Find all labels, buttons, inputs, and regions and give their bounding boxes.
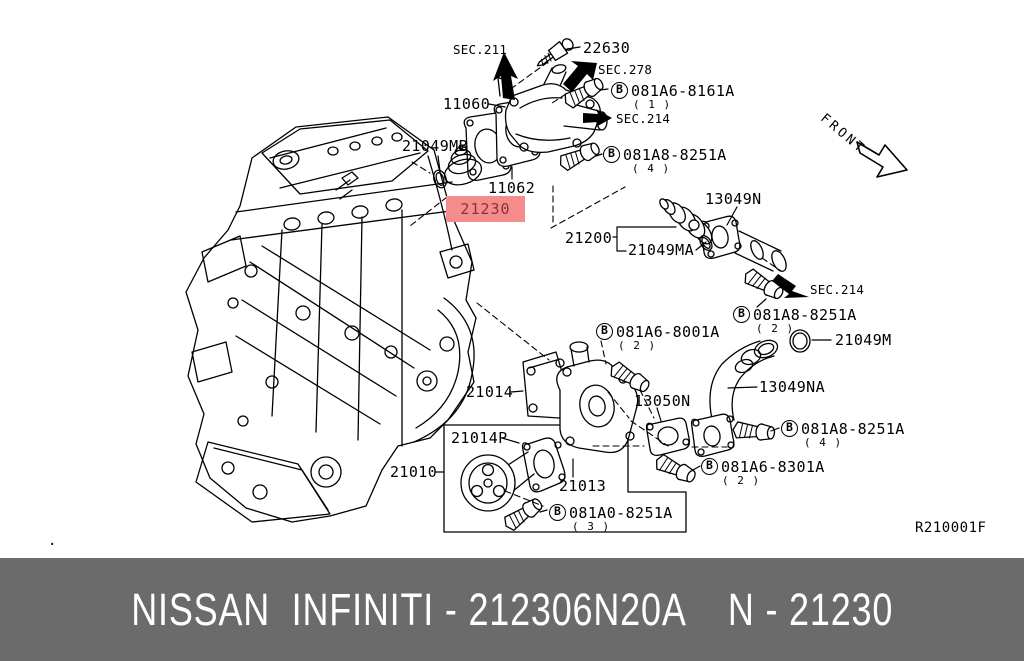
section-arrows <box>493 52 809 298</box>
engine-block-sketch <box>185 116 477 523</box>
part-label-21049mb: 21049MB <box>402 137 469 155</box>
part-label-13050n: 13050N <box>634 392 691 410</box>
b-circle-icon: B <box>603 146 620 163</box>
sec211-arrow-icon <box>493 52 518 100</box>
gasket-21014p-part <box>521 437 566 493</box>
drawing-ref-code: R210001F <box>915 520 987 536</box>
front-direction-arrow-icon <box>856 141 908 178</box>
sec214-right-arrow-icon <box>772 274 809 298</box>
qty-label: ( 4 ) <box>804 436 843 449</box>
sec278-arrow-icon <box>563 61 597 92</box>
qty-label: ( 3 ) <box>572 520 611 533</box>
part-label-21049ma: 21049MA <box>628 241 695 259</box>
section-label-sec214-top: SEC.214 <box>616 111 671 126</box>
bolt-label-081a8-8251a-2: 081A8-8251A <box>753 306 857 324</box>
oring-21049mb-part <box>433 169 447 189</box>
part-label-21010: 21010 <box>390 463 438 481</box>
stray-dot: . <box>48 533 57 549</box>
qty-label: ( 2 ) <box>756 322 795 335</box>
part-label-22630: 22630 <box>583 39 631 57</box>
part-label-21049m: 21049M <box>835 331 892 349</box>
bolt-label-081a6-8301a: 081A6-8301A <box>721 458 825 476</box>
part-label-21200: 21200 <box>565 229 613 247</box>
b-circle-icon: B <box>611 82 628 99</box>
catalog-banner: NISSAN INFINITI - 212306N20A N - 21230 <box>0 558 1024 661</box>
bolt-label-081a6-8161a: 081A6-8161A <box>631 82 735 100</box>
pump-pulley-part <box>460 451 535 512</box>
qty-label: ( 4 ) <box>632 162 671 175</box>
sensor-22630-part <box>536 38 574 67</box>
water-pipe-13049na-part <box>690 339 779 458</box>
section-label-sec211: SEC.211 <box>453 42 508 57</box>
diagram-line-art <box>185 38 908 534</box>
bolt-label-081a0-8251a: 081A0-8251A <box>569 504 673 522</box>
part-label-21014: 21014 <box>466 383 514 401</box>
part-label-11060: 11060 <box>443 95 491 113</box>
leader-lines <box>435 46 832 513</box>
bolt-label-081a8-8251a-4: 081A8-8251A <box>801 420 905 438</box>
part-label-21014p: 21014P <box>451 429 508 447</box>
catalog-banner-text: NISSAN INFINITI - 212306N20A N - 21230 <box>131 583 893 635</box>
highlighted-part-label-21230[interactable]: 21230 <box>446 196 525 222</box>
b-circle-icon: B <box>781 420 798 437</box>
part-label-13049n: 13049N <box>705 190 762 208</box>
qty-label: ( 2 ) <box>618 339 657 352</box>
water-pump-21013-part <box>556 341 639 454</box>
part-label-11062: 11062 <box>488 179 536 197</box>
b-circle-icon: B <box>549 504 566 521</box>
part-label-21013: 21013 <box>559 477 607 495</box>
bolt-label-081a8-8251a-top: 081A8-8251A <box>623 146 727 164</box>
section-label-sec278: SEC.278 <box>598 62 653 77</box>
part-label-13049na: 13049NA <box>759 378 826 396</box>
water-inlet-13049n-part <box>699 215 787 272</box>
thermostat-21230-part <box>443 144 483 186</box>
qty-label: ( 1 ) <box>633 98 672 111</box>
b-circle-icon: B <box>701 458 718 475</box>
qty-label: ( 2 ) <box>722 474 761 487</box>
b-circle-icon: B <box>733 306 750 323</box>
b-circle-icon: B <box>596 323 613 340</box>
section-label-sec214-right: SEC.214 <box>810 282 865 297</box>
sec214-top-arrow-icon <box>583 109 612 127</box>
thermostat-21200-part <box>659 198 713 245</box>
gasket-13050n-part <box>645 417 691 457</box>
oring-21049m-part <box>789 329 811 353</box>
bolt-label-081a6-8001a: 081A6-8001A <box>616 323 720 341</box>
construction-dashed-lines <box>409 61 782 507</box>
